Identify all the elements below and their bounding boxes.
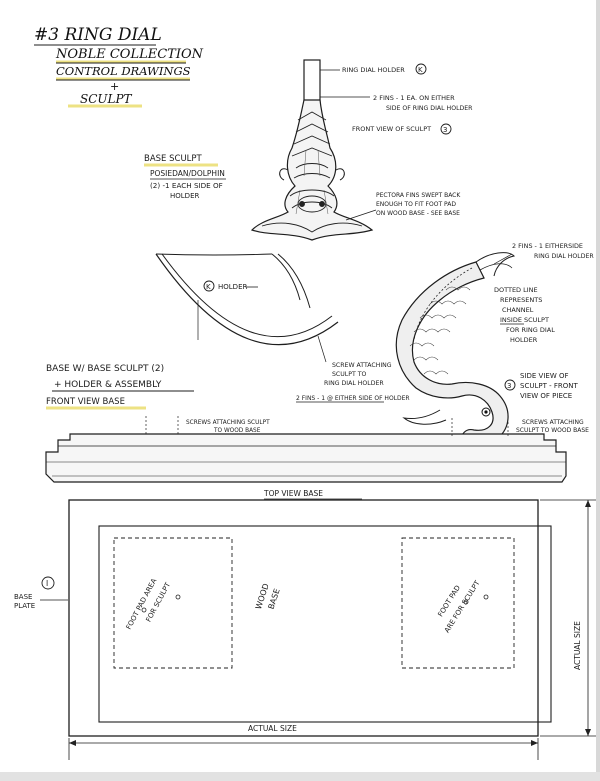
- holder-label: HOLDER: [218, 283, 247, 291]
- screw-note-3: RING DIAL HOLDER: [324, 380, 384, 387]
- title-line-4: +: [110, 80, 119, 93]
- front-sculpt-ornament: [250, 99, 374, 241]
- base-plate-ref: I: [46, 579, 48, 588]
- dotted-note-4: INSIDE SCULPT: [500, 316, 549, 324]
- front-view-base: SCREWS ATTACHING SCULPT TO WOOD BASE SCR…: [45, 416, 589, 483]
- front-view-sculpt-ref: 3: [443, 126, 447, 134]
- side-view-note-2: SCULPT - FRONT: [520, 382, 578, 390]
- base-plate-outline: [68, 499, 539, 737]
- dotted-note-5: FOR RING DIAL: [506, 326, 555, 334]
- base-sculpt-qty: (2) -1 EACH SIDE OF: [150, 181, 223, 190]
- dotted-note-6: HOLDER: [510, 336, 538, 344]
- foot-pad-right: [401, 537, 515, 669]
- side-fins-note-1: 2 FINS - 1 EITHERSIDE: [512, 242, 583, 250]
- title-line-3: CONTROL DRAWINGS: [56, 64, 191, 78]
- base-sculpt-name: POSIEDAN/DOLPHIN: [150, 169, 225, 178]
- dotted-note-3: CHANNEL: [502, 306, 534, 314]
- wood-base-outline: [98, 525, 552, 723]
- fins-either-note: 2 FINS - 1 @ EITHER SIDE OF HOLDER: [296, 395, 410, 402]
- fins-note-line-1: 2 FINS - 1 EA. ON EITHER: [373, 94, 455, 102]
- base-plate-label-2: PLATE: [14, 602, 35, 610]
- ring-dial-holder-ref: K: [418, 66, 423, 74]
- screw-note-1: SCREW ATTACHING: [332, 362, 392, 369]
- title-line-2: NOBLE COLLECTION: [55, 47, 204, 62]
- top-view-title: TOP VIEW BASE: [263, 489, 323, 498]
- pectora-note-3: ON WOOD BASE - SEE BASE: [376, 210, 460, 217]
- base-assembly-notes: BASE W/ BASE SCULPT (2) + HOLDER & ASSEM…: [46, 364, 194, 410]
- actual-size-horizontal: ACTUAL SIZE: [248, 724, 297, 733]
- base-plate-label-1: BASE: [14, 593, 32, 601]
- title-block: #3 RING DIAL NOBLE COLLECTION CONTROL DR…: [34, 25, 204, 108]
- actual-size-vertical: ACTUAL SIZE: [573, 621, 582, 670]
- side-view-note-1: SIDE VIEW OF: [520, 372, 569, 380]
- screws-right-note-1: SCREWS ATTACHING: [522, 419, 584, 426]
- base-assembly-line-1: BASE W/ BASE SCULPT (2): [46, 364, 164, 374]
- side-view-labels: 2 FINS - 1 EITHERSIDE RING DIAL HOLDER D…: [296, 242, 594, 403]
- base-assembly-line-2: + HOLDER & ASSEMBLY: [54, 380, 162, 390]
- base-sculpt-qty-2: HOLDER: [170, 192, 199, 200]
- front-view-sculpt: [250, 59, 374, 241]
- screws-right-note-2: SCULPT TO WOOD BASE: [516, 427, 589, 434]
- title-line-1: #3 RING DIAL: [34, 25, 162, 45]
- pectora-note-1: PECTORA FINS SWEPT BACK: [376, 192, 461, 199]
- base-assembly-line-3: FRONT VIEW BASE: [46, 397, 125, 407]
- holder-arc: K HOLDER: [155, 253, 339, 346]
- ring-dial-holder-label: RING DIAL HOLDER: [342, 66, 405, 74]
- screw-note-2: SCULPT TO: [332, 371, 366, 378]
- title-line-5: SCULPT: [80, 92, 133, 106]
- side-fins-note-2: RING DIAL HOLDER: [534, 253, 594, 260]
- front-view-labels: RING DIAL HOLDER K 2 FINS - 1 EA. ON EIT…: [144, 63, 473, 221]
- foot-pad-left: [113, 537, 233, 669]
- side-view-note-3: VIEW OF PIECE: [520, 392, 572, 400]
- dotted-note-1: DOTTED LINE: [494, 286, 538, 294]
- fins-note-line-2: SIDE OF RING DIAL HOLDER: [386, 105, 473, 112]
- base-sculpt-label: BASE SCULPT: [144, 154, 203, 164]
- screws-left-note-2: TO WOOD BASE: [213, 428, 261, 434]
- pectora-note-2: ENOUGH TO FIT FOOT PAD: [376, 201, 456, 208]
- front-view-sculpt-label: FRONT VIEW OF SCULPT: [352, 125, 431, 133]
- side-view-ref: 3: [507, 382, 511, 390]
- holder-ref: K: [206, 283, 211, 291]
- dotted-note-2: REPRESENTS: [500, 296, 542, 304]
- screws-left-note-1: SCREWS ATTACHING SCULPT: [186, 420, 270, 426]
